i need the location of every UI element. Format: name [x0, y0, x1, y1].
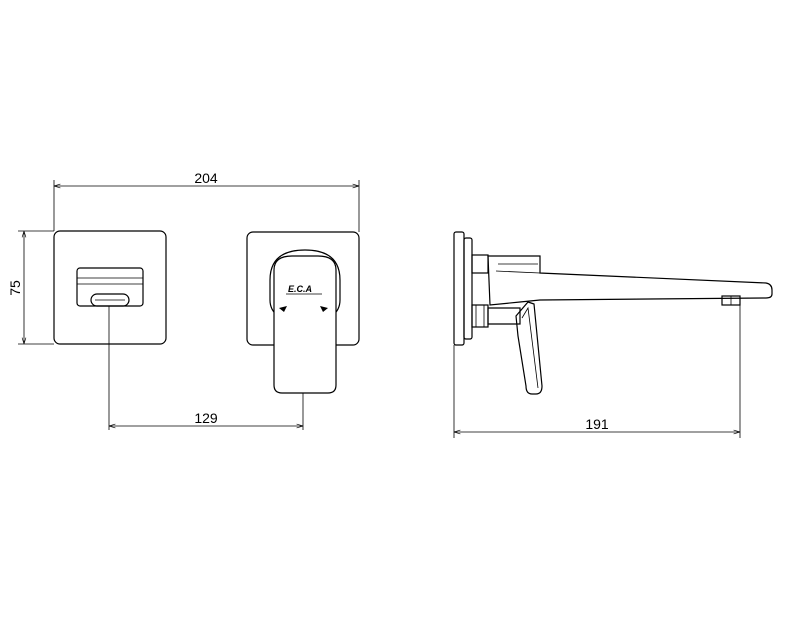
dim-projection: 191	[585, 416, 609, 432]
mixer-body	[269, 249, 341, 317]
dim-center-distance: 129	[194, 410, 218, 426]
spout-body	[487, 255, 773, 306]
dim-overall-width: 204	[194, 170, 218, 186]
lever-handle	[273, 255, 337, 394]
side-view: 191	[453, 231, 773, 438]
aerator	[90, 293, 130, 307]
side-plate-inner	[463, 237, 473, 340]
left-plate	[53, 230, 167, 345]
cold-marker-icon	[320, 306, 328, 312]
front-view: E.C.A 204 75 129	[7, 170, 360, 430]
brand-logo: E.C.A	[288, 284, 312, 294]
side-plate-outer	[453, 231, 465, 346]
hot-marker-icon	[279, 306, 287, 312]
side-lever	[515, 301, 543, 395]
dim-height: 75	[7, 280, 23, 296]
